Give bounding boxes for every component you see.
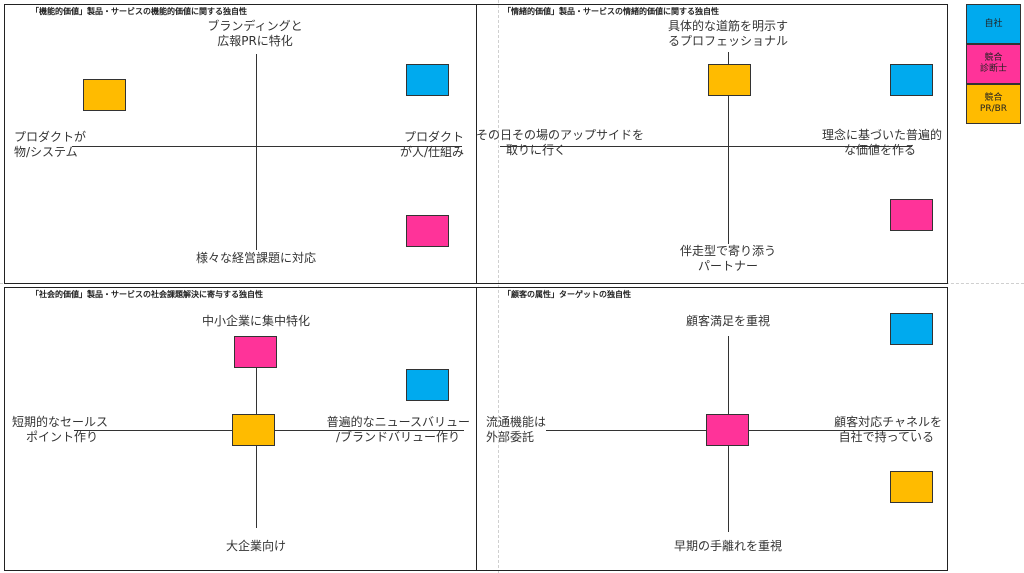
marker-self: [890, 64, 933, 96]
axis-label-top: ブランディングと広報PRに特化: [207, 19, 303, 48]
axis-vertical: [728, 52, 729, 244]
marker-rival-consultant: [406, 215, 449, 247]
axis-label-right: 理念に基づいた普遍的な価値を作る: [821, 128, 942, 157]
axis-label-left: 短期的なセールスポイント作り: [12, 415, 109, 444]
axis-label-top: 中小企業に集中特化: [201, 314, 311, 328]
quadrant-emotional-value: 「情緒的価値」製品・サービスの情緒的価値に関する独自性: [476, 4, 948, 284]
axis-label-right: 普遍的なニュースバリュー/ブランドバリュー作り: [326, 415, 470, 444]
quadrant-title: 「社会的価値」製品・サービスの社会課題解決に寄与する独自性: [31, 290, 263, 299]
axis-label-bottom: 大企業向け: [225, 539, 287, 553]
axis-vertical: [256, 54, 257, 250]
axis-label-right: 顧客対応チャネルを自社で持っている: [834, 415, 942, 444]
marker-rival-consultant: [706, 414, 749, 446]
quadrant-title: 「情緒的価値」製品・サービスの情緒的価値に関する独自性: [503, 7, 719, 16]
axis-horizontal: [500, 146, 912, 147]
axis-label-top: 具体的な道筋を明示するプロフェッショナル: [667, 19, 789, 48]
marker-rival-pr-br: [232, 414, 275, 446]
axis-horizontal: [72, 146, 462, 147]
marker-rival-pr-br: [708, 64, 751, 96]
marker-rival-consultant: [234, 336, 277, 368]
axis-label-top: 顧客満足を重視: [685, 314, 771, 328]
marker-self: [406, 369, 449, 401]
quadrant-customer-attributes: 「顧客の属性」ターゲットの独自性: [476, 287, 948, 571]
guide-line-vertical: [498, 0, 499, 573]
axis-label-left: プロダクトが物/システム: [14, 130, 87, 159]
marker-self: [406, 64, 449, 96]
axis-label-right: プロダクトが人/仕組み: [399, 130, 464, 159]
axis-label-bottom: 伴走型で寄り添うパートナー: [679, 244, 777, 273]
legend-rival-consultant: 競合診断士: [966, 44, 1021, 84]
marker-rival-pr-br: [83, 79, 126, 111]
marker-rival-consultant: [890, 199, 933, 231]
axis-label-left: 流通機能は外部委託: [486, 415, 547, 444]
marker-rival-pr-br: [890, 471, 933, 503]
axis-label-left: その日その場のアップサイドを取りに行く: [476, 128, 645, 157]
legend-self: 自社: [966, 4, 1021, 44]
marker-self: [890, 313, 933, 345]
quadrant-title: 「機能的価値」製品・サービスの機能的価値に関する独自性: [31, 7, 247, 16]
quadrant-title: 「顧客の属性」ターゲットの独自性: [503, 290, 631, 299]
axis-label-bottom: 様々な経営課題に対応: [195, 251, 317, 265]
axis-label-bottom: 早期の手離れを重視: [673, 539, 783, 553]
